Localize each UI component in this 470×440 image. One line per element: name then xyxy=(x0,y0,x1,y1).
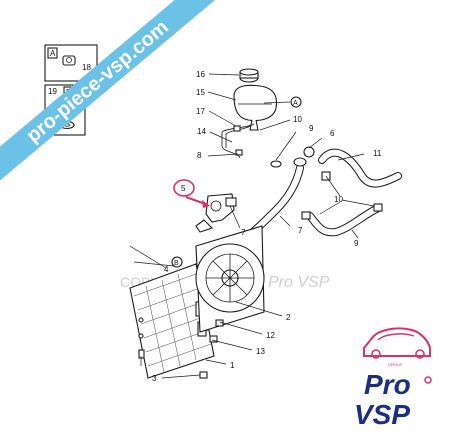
hose-clamp xyxy=(270,160,282,168)
legend-a-number: 18 xyxy=(82,63,91,72)
tank-hose-14 xyxy=(221,145,241,159)
logo-line2: VSP xyxy=(354,399,410,430)
website-banner: pro-piece-vsp.com xyxy=(0,0,242,190)
fan-assembly xyxy=(195,225,265,333)
callout-5: 5 xyxy=(181,184,186,193)
mount-bolt xyxy=(138,317,224,379)
logo-line1: Pro xyxy=(364,369,411,400)
highlight-callout-5: 5 xyxy=(173,179,210,208)
leader-lines xyxy=(129,73,375,379)
logo-accent-dot xyxy=(424,376,432,384)
callout-14: 14 xyxy=(197,127,206,136)
callout-4: 4 xyxy=(164,265,169,274)
watermark-brand: Pro VSP xyxy=(268,274,330,291)
callout-12: 12 xyxy=(266,331,275,340)
banner-text: pro-piece-vsp.com xyxy=(22,16,172,147)
callout-16: 16 xyxy=(196,70,205,79)
legend-a-badge: A xyxy=(50,49,56,58)
logo-group-text: GROUP xyxy=(388,362,403,367)
expansion-tank xyxy=(233,84,278,131)
callout-13: 13 xyxy=(256,347,265,356)
clip-icon xyxy=(62,55,76,66)
callout-3: 3 xyxy=(152,374,157,383)
hose-clamp xyxy=(303,146,315,158)
callout-8: 8 xyxy=(197,151,202,160)
callout-15: 15 xyxy=(196,88,205,97)
tank-cap xyxy=(239,68,259,83)
callout-6: 6 xyxy=(330,129,335,138)
callout-10b: 10 xyxy=(334,195,343,204)
hose-clamp xyxy=(293,157,307,167)
callout-10: 10 xyxy=(293,115,302,124)
legend-b-number-19: 19 xyxy=(48,87,57,96)
callout-1: 1 xyxy=(230,361,235,370)
callout-9: 9 xyxy=(309,124,314,133)
callout-2: 2 xyxy=(286,313,291,322)
callout-9b: 9 xyxy=(354,239,359,248)
car-icon xyxy=(363,327,431,359)
callout-7: 7 xyxy=(241,228,246,237)
legend-box-a: A 18 xyxy=(44,44,98,82)
pro-vsp-logo: GROUP Pro VSP xyxy=(354,327,432,430)
ref-b: B xyxy=(171,256,183,268)
ref-a: A xyxy=(290,96,302,108)
callout-17: 17 xyxy=(196,107,205,116)
callout-11: 11 xyxy=(373,149,382,158)
ref-a-text: A xyxy=(293,100,298,107)
ref-b-text: B xyxy=(174,260,179,267)
thermostat-housing xyxy=(195,193,237,233)
callout-7b: 7 xyxy=(298,226,303,235)
